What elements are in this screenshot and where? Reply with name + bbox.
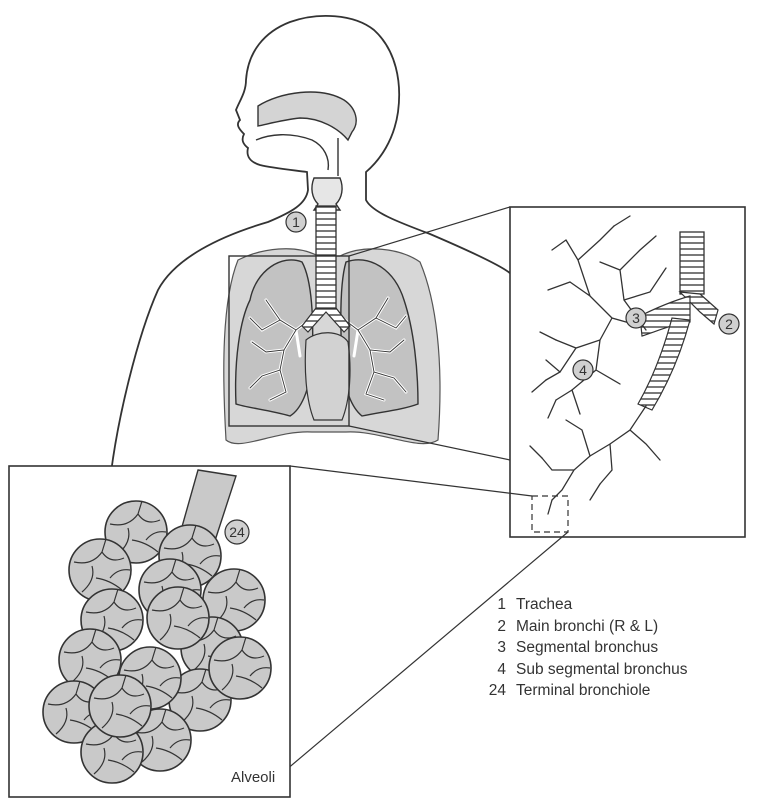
legend-label: Main bronchi (R & L): [516, 616, 658, 638]
callout-2: 2: [719, 314, 739, 334]
legend-number: 2: [484, 616, 506, 638]
legend-item-main-bronchi: 2 Main bronchi (R & L): [484, 616, 687, 638]
trachea: [316, 206, 336, 310]
callout-1: 1: [286, 212, 306, 232]
nasal-passage: [258, 92, 356, 140]
bronchial-tree-panel: [510, 207, 745, 537]
callout-3-number: 3: [632, 310, 640, 326]
alveoli-panel: 24 Alveoli: [9, 466, 290, 797]
callout-3: 3: [626, 308, 646, 328]
callout-4: 4: [573, 360, 593, 380]
callout-2-number: 2: [725, 316, 733, 332]
legend: 1 Trachea 2 Main bronchi (R & L) 3 Segme…: [484, 594, 687, 702]
callout-24-number: 24: [229, 524, 245, 540]
legend-item-terminal-bronchiole: 24 Terminal bronchiole: [484, 680, 687, 702]
legend-label: Sub segmental bronchus: [516, 659, 687, 681]
legend-number: 24: [484, 680, 506, 702]
larynx: [312, 178, 342, 210]
legend-number: 3: [484, 637, 506, 659]
legend-item-sub-segmental-bronchus: 4 Sub segmental bronchus: [484, 659, 687, 681]
legend-label: Terminal bronchiole: [516, 680, 650, 702]
legend-label: Segmental bronchus: [516, 637, 658, 659]
callout-1-number: 1: [292, 214, 300, 230]
legend-label: Trachea: [516, 594, 572, 616]
alveoli-label: Alveoli: [231, 769, 275, 786]
callout-4-number: 4: [579, 362, 587, 378]
legend-number: 4: [484, 659, 506, 681]
legend-item-trachea: 1 Trachea: [484, 594, 687, 616]
callout-24: 24: [225, 520, 249, 544]
legend-item-segmental-bronchus: 3 Segmental bronchus: [484, 637, 687, 659]
legend-number: 1: [484, 594, 506, 616]
